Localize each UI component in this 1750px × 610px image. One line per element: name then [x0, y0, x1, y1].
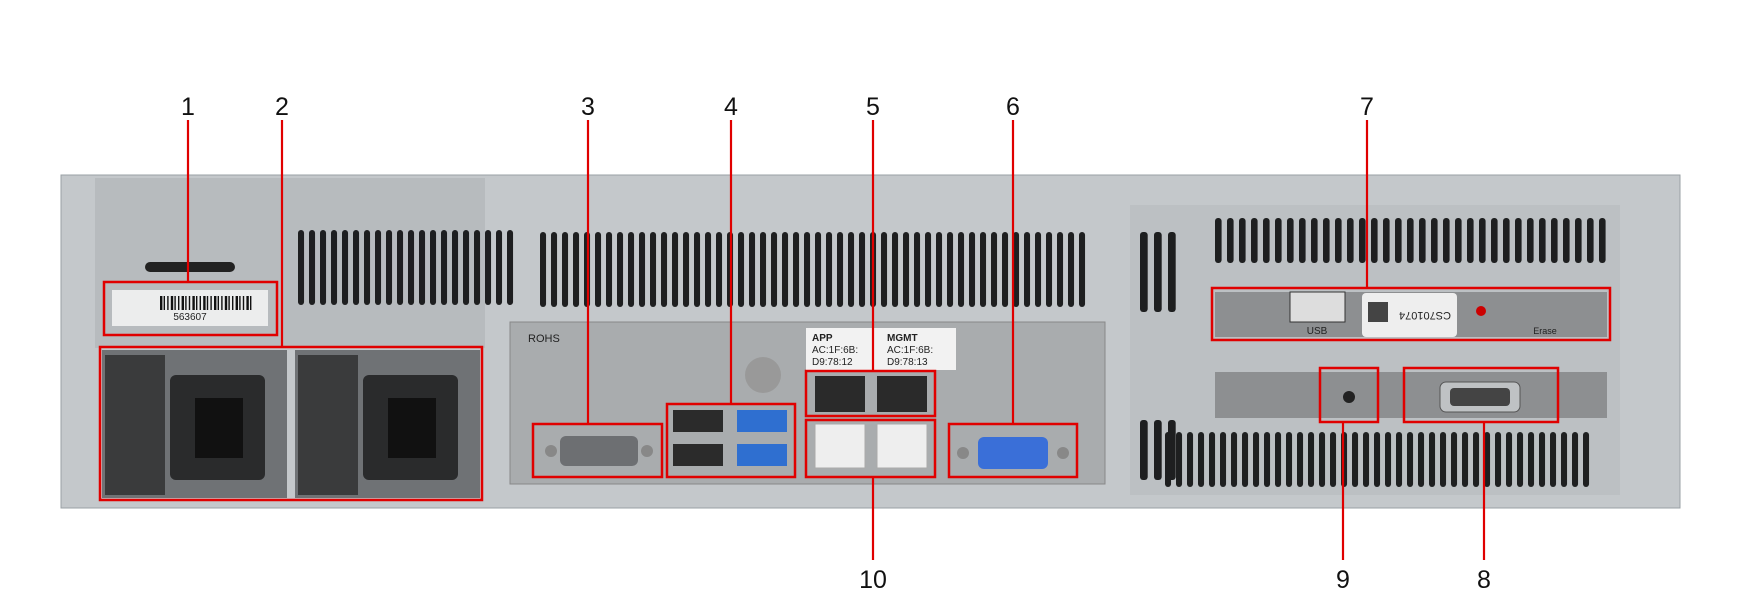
mgmt-mac-line-2: D9:78:13: [887, 357, 928, 368]
front-usb-port[interactable]: [1289, 291, 1346, 323]
handle-slot: [145, 262, 235, 272]
asset-tag-number: 563607: [173, 312, 207, 323]
callout-7: 7: [1360, 93, 1374, 121]
power-supply-2: [295, 350, 480, 498]
callout-10: 10: [859, 566, 887, 594]
callout-box-10: [804, 418, 937, 479]
lower-card-bracket: [1215, 372, 1607, 418]
mac-address-sticker: [806, 328, 956, 370]
qr-code: [1368, 302, 1388, 322]
callout-9: 9: [1336, 566, 1350, 594]
barcode: [160, 296, 252, 310]
mgmt-mac-line-1: AC:1F:6B:: [887, 345, 933, 356]
callout-3: 3: [581, 93, 595, 121]
app-port-label: APP: [812, 333, 833, 344]
callout-box-9: [1318, 366, 1380, 424]
serial-number: CS701074: [1399, 309, 1451, 321]
callout-box-1: [102, 280, 279, 337]
callout-1: 1: [181, 93, 195, 121]
vga-port[interactable]: [957, 437, 1069, 469]
power-supply-1: [102, 350, 287, 498]
app-mac-line-2: D9:78:12: [812, 357, 853, 368]
callout-box-2: [98, 345, 484, 502]
status-led: [1476, 306, 1486, 316]
callout-8: 8: [1477, 566, 1491, 594]
callout-4: 4: [724, 93, 738, 121]
callout-box-7: [1210, 286, 1612, 342]
callout-boxes: [98, 280, 1612, 502]
mgmt-port-label: MGMT: [887, 333, 918, 344]
callout-6: 6: [1006, 93, 1020, 121]
callout-box-3: [531, 422, 664, 479]
leader-lines: [186, 120, 1486, 560]
app-mac-line-1: AC:1F:6B:: [812, 345, 858, 356]
ventilation-grilles: [298, 218, 1606, 487]
callout-5: 5: [866, 93, 880, 121]
rj45-ports-bottom[interactable]: [814, 423, 928, 469]
erase-label: Erase: [1533, 326, 1557, 336]
usb-label: USB: [1307, 326, 1328, 337]
rj45-ports-top[interactable]: [815, 376, 927, 412]
serial-port[interactable]: [545, 436, 653, 466]
reset-pinhole[interactable]: [1343, 391, 1355, 403]
db15-port[interactable]: [1439, 381, 1521, 413]
cmos-cover: [745, 357, 781, 393]
callout-2: 2: [275, 93, 289, 121]
callout-box-8: [1402, 366, 1560, 424]
io-shield-rohs: ROHS: [528, 333, 560, 345]
usb-ports[interactable]: [673, 410, 787, 466]
callout-box-5: [804, 369, 937, 418]
